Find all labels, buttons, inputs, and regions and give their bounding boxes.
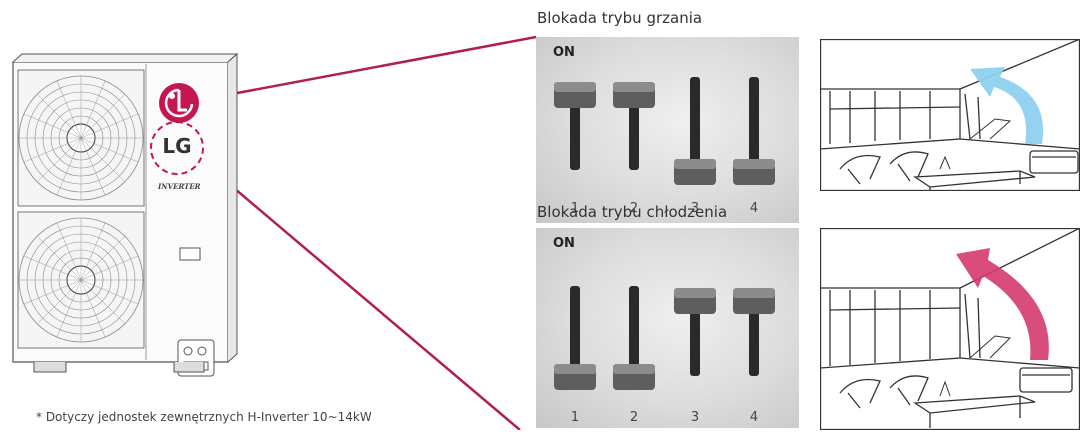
cooling-switch-2: [613, 286, 655, 390]
heating-on-label: ON: [553, 45, 575, 60]
footnote: * Dotyczy jednostek zewnętrznych H-Inver…: [36, 410, 372, 424]
heating-switch-3: [674, 77, 716, 185]
heating-airflow-arrow-icon: [970, 67, 1044, 144]
lg-logo-icon: [158, 82, 200, 124]
heating-switch-number-2: 2: [630, 201, 638, 216]
heating-room-illustration: [819, 38, 1081, 192]
cooling-room-illustration: [819, 227, 1081, 431]
heating-switch-2: [613, 82, 655, 170]
cooling-on-label: ON: [553, 236, 575, 251]
cooling-switch-1: [554, 286, 596, 390]
cooling-switch-number-3: 3: [691, 410, 699, 425]
cooling-airflow-arrow-icon: [956, 248, 1049, 360]
cooling-switch-number-2: 2: [630, 410, 638, 425]
outdoor-unit: LG INVERTER: [8, 50, 239, 390]
heating-switch-number-4: 4: [750, 201, 758, 216]
lg-brand-text: LG: [162, 134, 192, 158]
cooling-switch-4: [733, 288, 775, 376]
heating-title: Blokada trybu grzania: [537, 9, 703, 27]
leader-line-heating: [199, 35, 537, 102]
cooling-switch-number-1: 1: [571, 410, 579, 425]
heating-switch-number-3: 3: [691, 201, 699, 216]
cooling-title: Blokada trybu chłodzenia: [537, 203, 728, 221]
leader-line-cooling: [195, 155, 521, 430]
cooling-dip-switch-panel: ON 1 2 3 4: [536, 228, 799, 428]
heating-switch-1: [554, 82, 596, 170]
cooling-switch-number-4: 4: [750, 410, 758, 425]
heating-switch-4: [733, 77, 775, 185]
cooling-switch-3: [674, 288, 716, 376]
heating-dip-switch-panel: ON 1 2 3 4: [536, 37, 799, 223]
heating-switch-number-1: 1: [571, 201, 579, 216]
lg-brand-highlight: [150, 121, 204, 175]
inverter-badge: INVERTER: [158, 182, 201, 191]
